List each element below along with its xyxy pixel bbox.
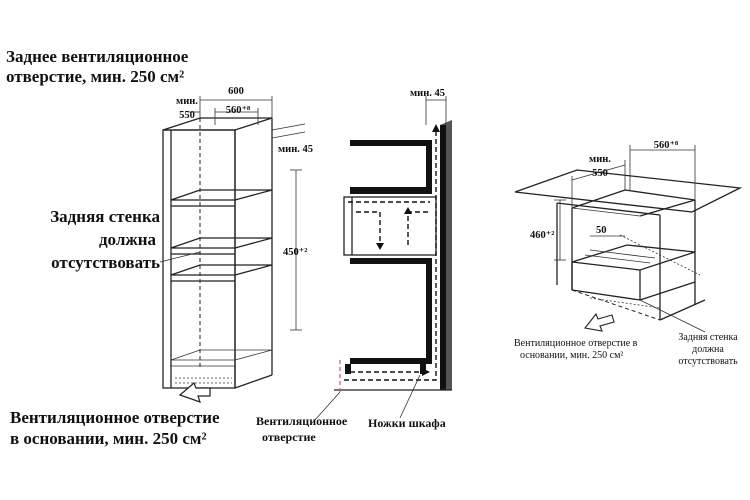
right-back-wall-label-3: отсутствовать [678,356,738,367]
dim-450: 450⁺² [283,247,307,258]
right-dim-560: 560⁺⁸ [654,140,678,151]
rear-vent-label-1: Заднее вентиляционное [6,47,189,66]
right-dim-50: 50 [596,225,607,236]
dim-560: 560⁺⁸ [226,105,250,116]
back-wall-label-1: Задняя стенка [50,207,160,226]
mid-vent-label-2: отверстие [262,430,316,444]
dim-600: 600 [228,86,244,97]
side-section-drawing [334,120,452,395]
niche-drawing [514,169,743,332]
left-dimensions [188,96,306,331]
mid-dim-min45: мин. 45 [410,88,445,99]
dim-min45: мин. 45 [278,144,313,155]
right-dim-min-label: мин. [589,154,611,165]
right-base-vent-label-1: Вентиляционное отверстие в [514,338,638,349]
mid-vent-label-1: Вентиляционное [256,414,348,428]
rear-vent-label-2: отверстие, мин. 250 см² [6,67,184,86]
middle-dimensions [314,96,447,421]
right-dim-550: 550 [592,168,608,179]
tall-cabinet-drawing [162,117,273,403]
right-back-wall-label-2: должна [692,344,724,355]
right-back-wall-label-1: Задняя стенка [678,332,738,343]
base-vent-label-1: Вентиляционное отверстие [10,408,220,427]
dim-550: 550 [179,110,195,121]
back-wall-label-2: должна [99,230,157,249]
dim-min-label: мин. [176,96,198,107]
mid-legs-label: Ножки шкафа [368,416,446,430]
right-dim-460: 460⁺² [530,230,554,241]
right-dimensions [554,145,706,333]
right-base-vent-label-2: основании, мин. 250 см² [520,350,623,361]
base-vent-label-2: в основании, мин. 250 см² [10,429,207,448]
back-wall-label-3: отсутствовать [51,253,160,272]
